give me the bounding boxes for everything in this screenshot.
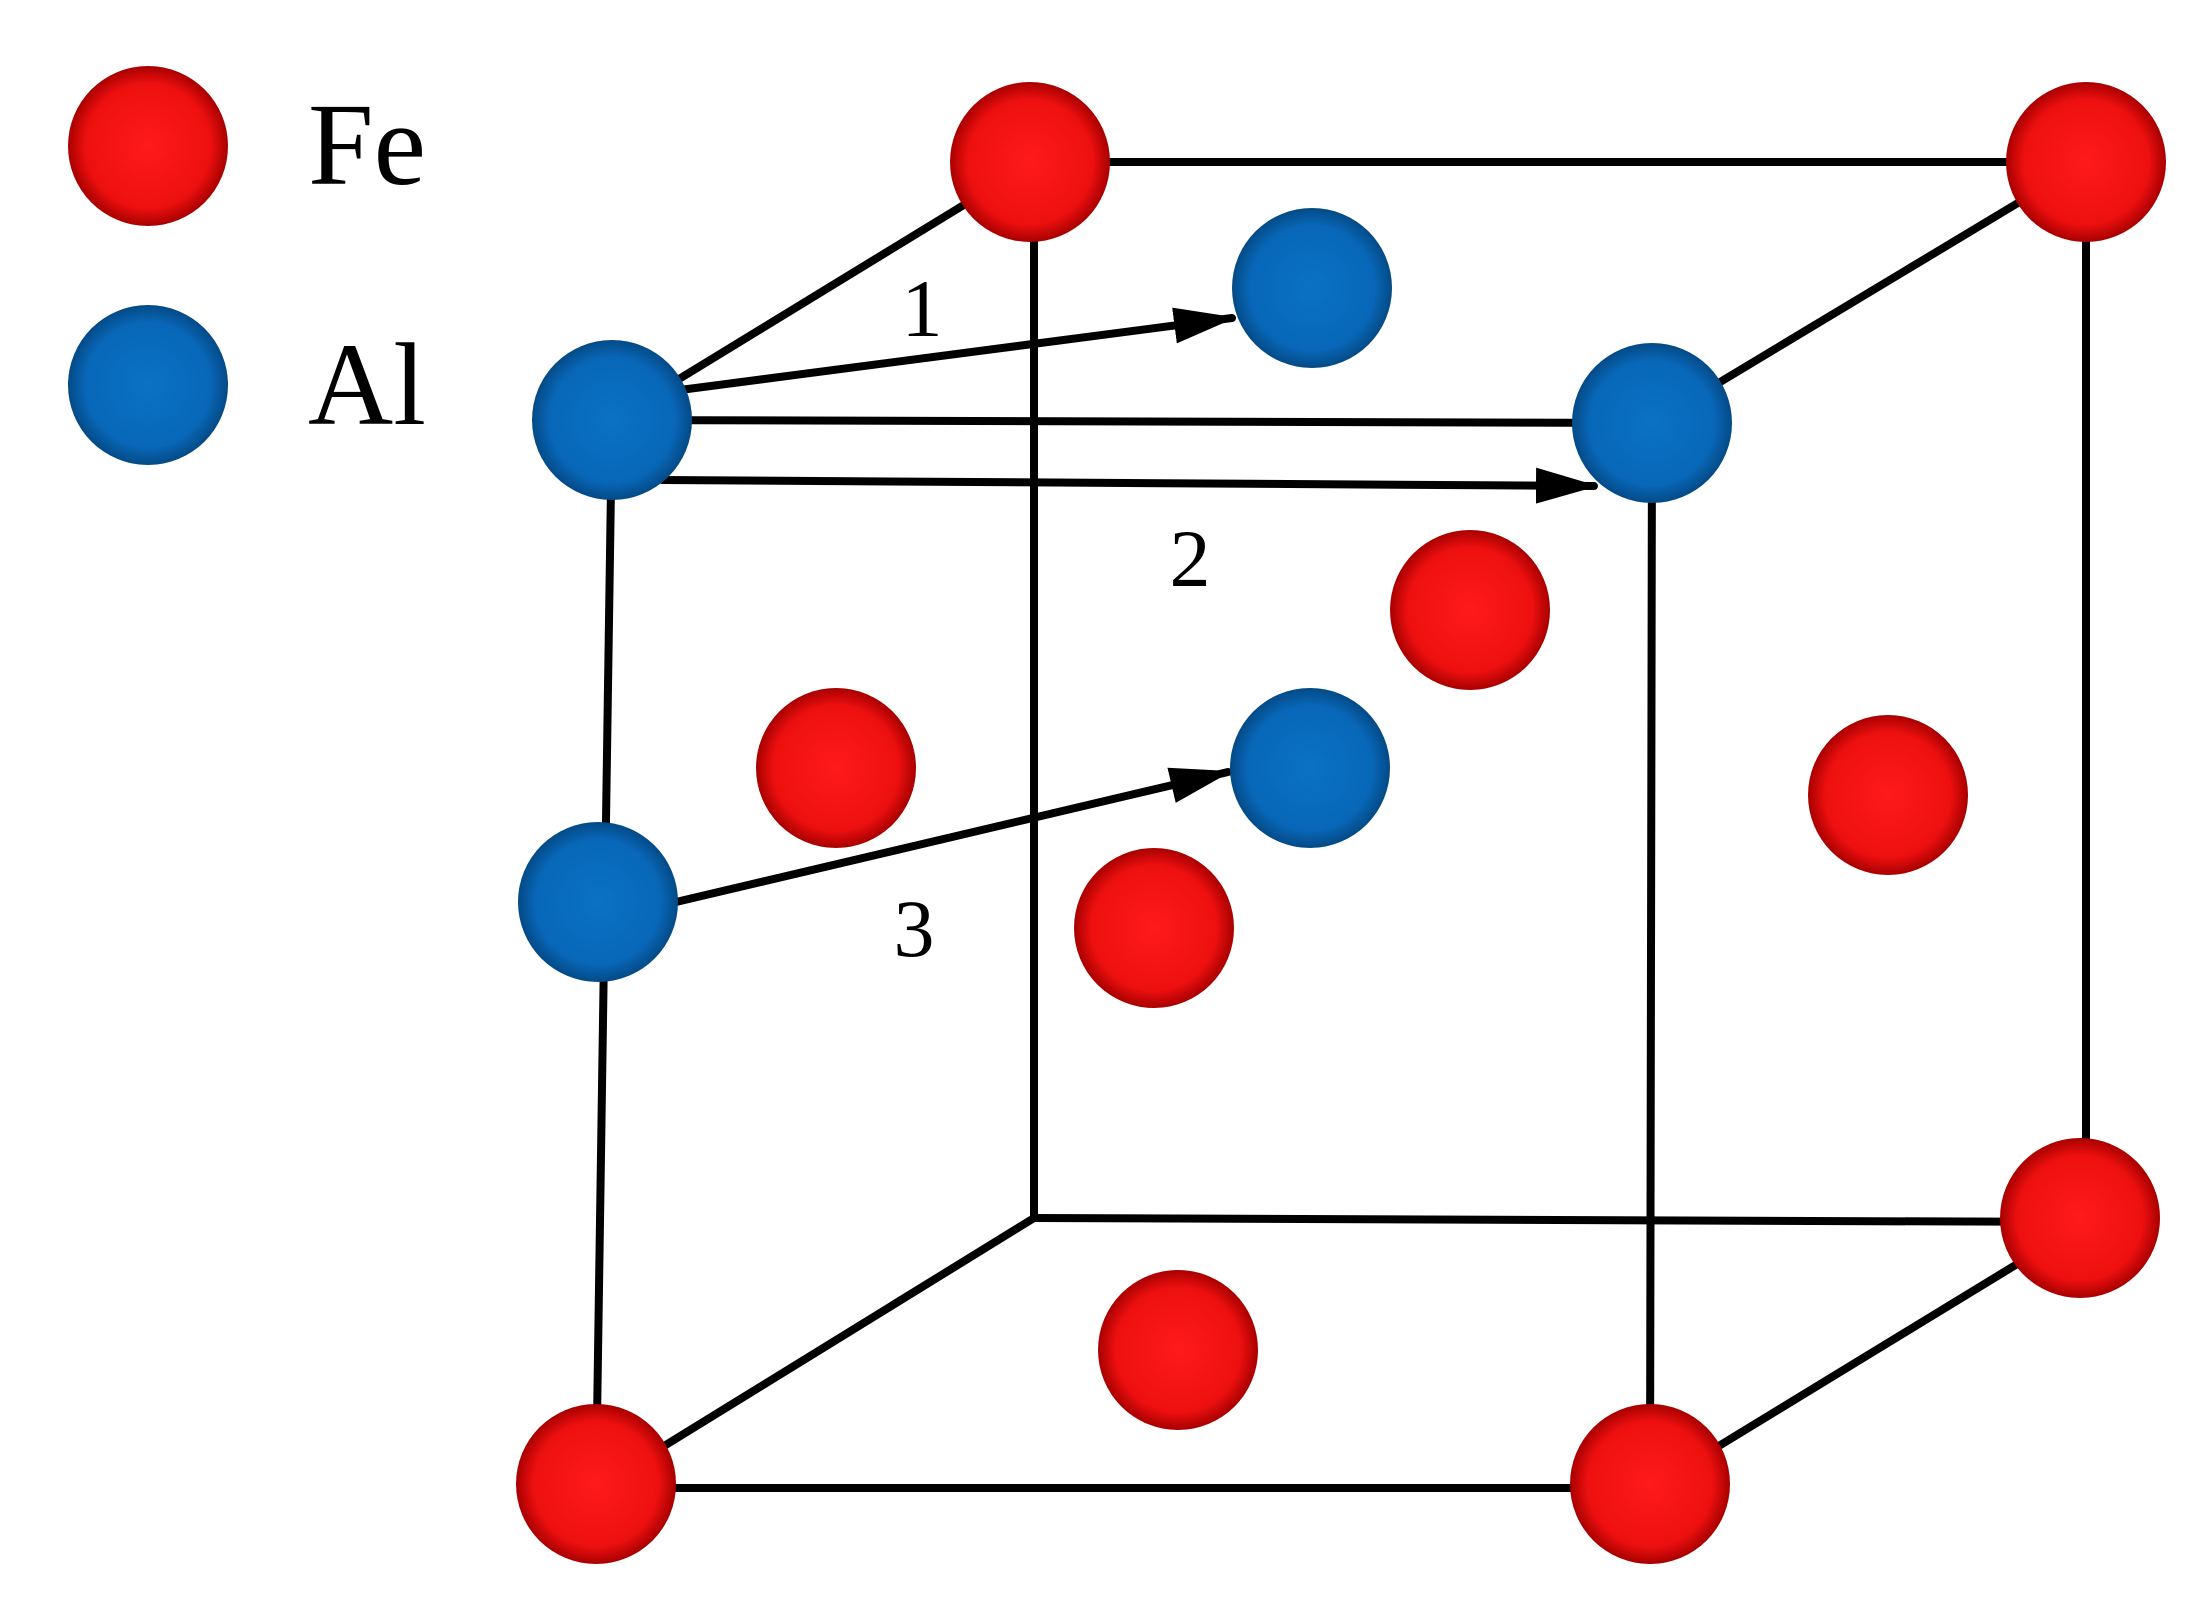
jump-path-1-label: 1: [902, 263, 943, 354]
edge-bottom-left-depth: [592, 1214, 1038, 1492]
fe-atom-face-center-bottom: [1098, 1270, 1258, 1430]
legend-al-label: Al: [308, 319, 426, 450]
al-atom-body-center: [1230, 688, 1390, 848]
legend-al-swatch: [68, 305, 228, 465]
al-atom-left-edge-center: [518, 822, 678, 982]
edge-front-top: [608, 416, 1656, 427]
al-atom-top-face-center: [1232, 208, 1392, 368]
jump-arrows: [658, 307, 1598, 906]
fe-atom-face-center-front: [1074, 848, 1234, 1008]
fe-atom-face-center-back: [1390, 530, 1550, 690]
al-atom-front-top-right: [1572, 343, 1732, 503]
legend-fe-label: Fe: [308, 79, 426, 210]
fe-atom-front-bottom-left: [516, 1404, 676, 1564]
jump-path-1-arrow: [676, 307, 1236, 394]
jump-path-2-label: 2: [1170, 513, 1211, 604]
edge-bottom-right-depth: [1646, 1218, 2090, 1492]
jump-labels: 1 2 3: [894, 263, 1211, 974]
jump-path-3-arrow: [672, 767, 1232, 906]
legend: Fe Al: [68, 66, 426, 465]
fe-atom-back-top-left: [950, 82, 1110, 242]
legend-fe-swatch: [68, 66, 228, 226]
edge-front-right: [1646, 419, 1656, 1492]
jump-path-2-arrow: [658, 467, 1598, 504]
al-atoms: [518, 208, 1732, 982]
edge-top-right-depth: [1648, 158, 2090, 427]
fe-atom-front-bottom-right: [1570, 1404, 1730, 1564]
edge-back-bottom: [1030, 1214, 2090, 1226]
al-atom-front-top-left: [532, 340, 692, 500]
fe-atom-back-bottom-right: [2000, 1138, 2160, 1298]
cube-edges: [592, 158, 2090, 1492]
jump-path-3-label: 3: [894, 883, 935, 974]
fe-atoms: [516, 82, 2166, 1564]
fe-atom-back-top-right: [2006, 82, 2166, 242]
fe-atom-face-center-right: [1808, 715, 1968, 875]
fe-atom-face-center-left: [756, 688, 916, 848]
